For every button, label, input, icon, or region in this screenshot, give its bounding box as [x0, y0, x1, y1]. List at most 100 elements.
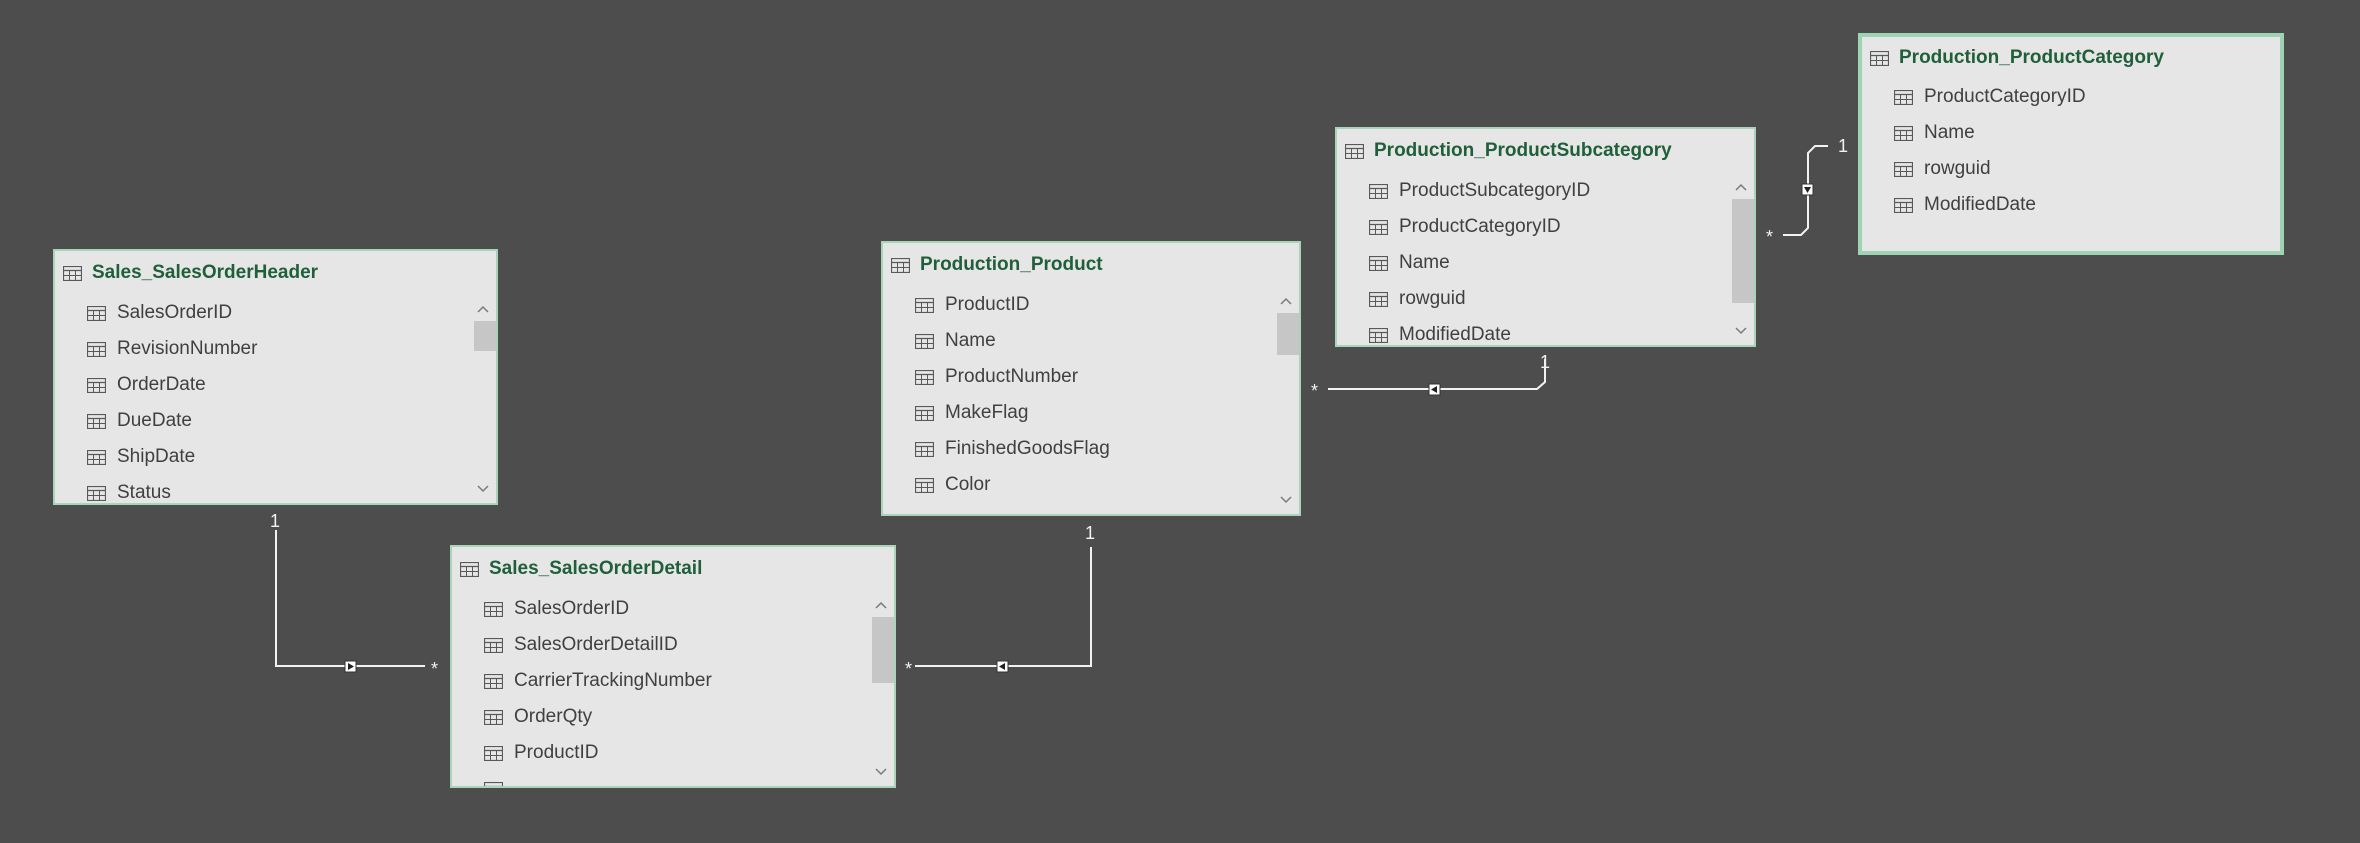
column-item[interactable]: DueDate [55, 403, 496, 439]
filter-arrow-icon [1801, 183, 1814, 196]
column-item[interactable]: Name [1862, 115, 2280, 151]
column-grid-icon [1369, 184, 1388, 199]
column-name: Name [1399, 252, 1450, 273]
column-name: ProductID [945, 294, 1030, 315]
table-card-production-product-category[interactable]: Production_ProductCategory ProductCatego… [1858, 33, 2284, 255]
column-name: ModifiedDate [1924, 194, 2036, 215]
column-item[interactable]: SalesOrderID [55, 295, 496, 331]
table-card-production-product-subcategory[interactable]: Production_ProductSubcategory ProductSub… [1335, 127, 1756, 347]
column-name: OrderQty [514, 706, 593, 727]
column-name: Name [945, 330, 996, 351]
chevron-down-icon[interactable] [1273, 490, 1299, 510]
column-item[interactable]: Name [883, 323, 1299, 359]
cardinality-many-label: * [905, 659, 913, 679]
column-item[interactable]: Name [1337, 245, 1754, 281]
table-grid-icon [460, 562, 479, 577]
scroll-thumb[interactable] [474, 321, 496, 351]
column-grid-icon [87, 450, 106, 465]
table-card-sales-order-header[interactable]: Sales_SalesOrderHeader SalesOrderID Revi… [53, 249, 498, 505]
column-item[interactable]: SalesOrderDetailID [452, 627, 894, 663]
table-card-sales-order-detail[interactable]: Sales_SalesOrderDetail SalesOrderID Sale… [450, 545, 896, 788]
column-grid-icon [1369, 292, 1388, 307]
scrollbar[interactable] [470, 295, 496, 503]
column-name: Color [945, 474, 991, 495]
column-item[interactable]: ProductID [452, 735, 894, 771]
column-grid-icon [484, 674, 503, 689]
filter-arrow-icon [996, 660, 1009, 673]
chevron-up-icon[interactable] [1728, 177, 1754, 197]
table-header[interactable]: Sales_SalesOrderDetail [452, 547, 894, 591]
column-item[interactable]: ModifiedDate [1862, 187, 2280, 223]
column-item[interactable]: CarrierTrackingNumber [452, 663, 894, 699]
table-title: Production_ProductCategory [1899, 47, 2164, 68]
column-item[interactable]: ProductNumber [883, 359, 1299, 395]
scrollbar[interactable] [868, 591, 894, 786]
scroll-thumb[interactable] [1277, 313, 1299, 355]
column-grid-icon [484, 710, 503, 725]
column-grid-icon [484, 638, 503, 653]
column-item[interactable]: RevisionNumber [55, 331, 496, 367]
column-list[interactable]: SalesOrderID RevisionNumber OrderDate Du… [55, 295, 496, 503]
column-grid-icon [87, 378, 106, 393]
table-card-production-product[interactable]: Production_Product ProductID Name Produc… [881, 241, 1301, 516]
column-item[interactable]: FinishedGoodsFlag [883, 431, 1299, 467]
column-grid-icon [915, 370, 934, 385]
column-grid-icon [1894, 90, 1913, 105]
column-item[interactable]: MakeFlag [883, 395, 1299, 431]
column-grid-icon [1369, 256, 1388, 271]
table-header[interactable]: Production_ProductSubcategory [1337, 129, 1754, 173]
column-list[interactable]: SalesOrderID SalesOrderDetailID CarrierT… [452, 591, 894, 786]
chevron-down-icon[interactable] [470, 479, 496, 499]
table-grid-icon [1870, 51, 1889, 66]
column-name: SalesOrderDetailID [514, 634, 678, 655]
table-grid-icon [1345, 144, 1364, 159]
column-name: OrderDate [117, 374, 206, 395]
table-header[interactable]: Sales_SalesOrderHeader [55, 251, 496, 295]
column-item[interactable]: ModifiedDate [1337, 317, 1754, 345]
scrollbar[interactable] [1728, 173, 1754, 345]
chevron-up-icon[interactable] [470, 299, 496, 319]
scroll-thumb[interactable] [872, 617, 894, 683]
table-grid-icon [891, 258, 910, 273]
column-list[interactable]: ProductCategoryID Name rowguid ModifiedD… [1862, 79, 2280, 251]
column-item[interactable]: ProductCategoryID [1337, 209, 1754, 245]
column-grid-icon [87, 486, 106, 501]
column-item[interactable]: OrderDate [55, 367, 496, 403]
column-item[interactable]: ProductSubcategoryID [1337, 173, 1754, 209]
column-item[interactable]: SalesOrderID [452, 591, 894, 627]
filter-arrow-icon [344, 660, 357, 673]
column-item[interactable]: OrderQty [452, 699, 894, 735]
chevron-up-icon[interactable] [1273, 291, 1299, 311]
cardinality-one-label: 1 [270, 511, 281, 531]
column-name: Name [1924, 122, 1975, 143]
column-item[interactable]: rowguid [1862, 151, 2280, 187]
table-grid-icon [63, 266, 82, 281]
column-item[interactable]: ShipDate [55, 439, 496, 475]
relationship-line-header-detail[interactable] [275, 530, 425, 667]
column-item-partial[interactable] [452, 771, 894, 786]
column-item[interactable]: Color [883, 467, 1299, 503]
chevron-up-icon[interactable] [868, 595, 894, 615]
column-name: ProductCategoryID [1924, 86, 2086, 107]
column-item[interactable]: ProductID [883, 287, 1299, 323]
cardinality-one-label: 1 [1540, 352, 1551, 372]
column-list[interactable]: ProductSubcategoryID ProductCategoryID N… [1337, 173, 1754, 345]
table-header[interactable]: Production_ProductCategory [1862, 37, 2280, 79]
chevron-down-icon[interactable] [1728, 321, 1754, 341]
column-item[interactable]: ProductCategoryID [1862, 79, 2280, 115]
column-name: DueDate [117, 410, 192, 431]
table-header[interactable]: Production_Product [883, 243, 1299, 287]
scroll-thumb[interactable] [1732, 199, 1754, 303]
chevron-down-icon[interactable] [868, 762, 894, 782]
column-name: ProductSubcategoryID [1399, 180, 1591, 201]
column-grid-icon [1894, 162, 1913, 177]
relationship-line-product-detail[interactable] [915, 547, 1092, 667]
column-list[interactable]: ProductID Name ProductNumber MakeFlag Fi… [883, 287, 1299, 514]
column-item[interactable]: rowguid [1337, 281, 1754, 317]
column-name: CarrierTrackingNumber [514, 670, 712, 691]
cardinality-many-label: * [1766, 227, 1774, 247]
column-name: rowguid [1399, 288, 1466, 309]
column-item[interactable]: Status [55, 475, 496, 503]
scrollbar[interactable] [1273, 287, 1299, 514]
